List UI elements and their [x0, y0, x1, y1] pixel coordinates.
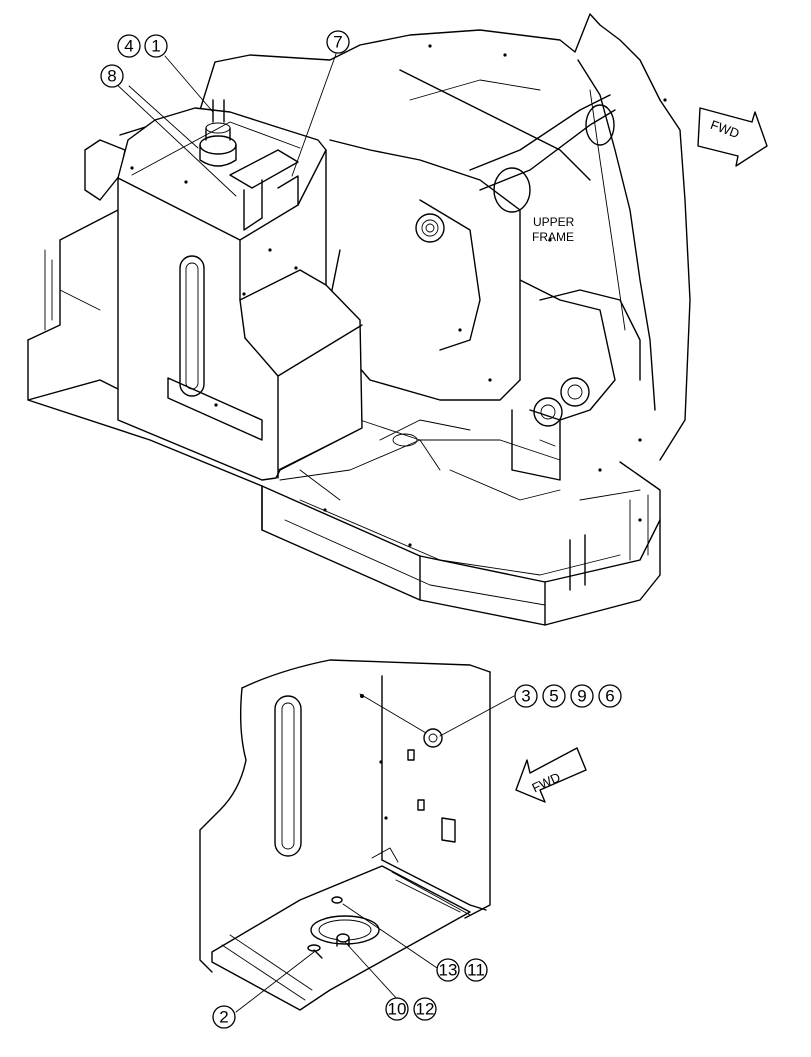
- callout-7: 7: [326, 30, 350, 54]
- upper-frame-label-line2: FRAME: [532, 230, 574, 244]
- callout-4-text: 4: [124, 37, 133, 56]
- callout-10-text: 10: [388, 1000, 407, 1019]
- tank-bottom-drawing: [199, 659, 491, 1011]
- callout-3: 3: [514, 684, 538, 708]
- callout-9: 9: [570, 684, 594, 708]
- callout-1: 1: [144, 34, 168, 58]
- callout-12-text: 12: [416, 1000, 435, 1019]
- callout-10: 10: [385, 997, 409, 1021]
- callout-8-text: 8: [107, 67, 116, 86]
- callout-13-text: 13: [439, 961, 458, 980]
- callout-4: 4: [117, 34, 141, 58]
- callout-11: 11: [464, 958, 488, 982]
- upper-frame-drawing: [27, 13, 691, 626]
- callout-2-text: 2: [219, 1008, 228, 1027]
- callout-2: 2: [212, 1005, 236, 1029]
- callout-6: 6: [598, 684, 622, 708]
- leader-lines-bottom: [235, 695, 515, 1013]
- callout-3-text: 3: [521, 687, 530, 706]
- callout-8: 8: [100, 64, 124, 88]
- callout-9-text: 9: [577, 687, 586, 706]
- callout-5: 5: [542, 684, 566, 708]
- callout-7-text: 7: [333, 33, 342, 52]
- leader-lines-top: [111, 53, 337, 197]
- callout-6-text: 6: [605, 687, 614, 706]
- fwd-arrow-top: FWD: [697, 107, 768, 167]
- upper-frame-label-line1: UPPER: [533, 215, 575, 229]
- fwd-arrow-bottom: FWD: [515, 747, 587, 803]
- callout-11-text: 11: [467, 961, 485, 980]
- callout-12: 12: [413, 997, 437, 1021]
- callout-13: 13: [436, 958, 460, 982]
- callout-5-text: 5: [549, 687, 558, 706]
- callout-1-text: 1: [151, 37, 160, 56]
